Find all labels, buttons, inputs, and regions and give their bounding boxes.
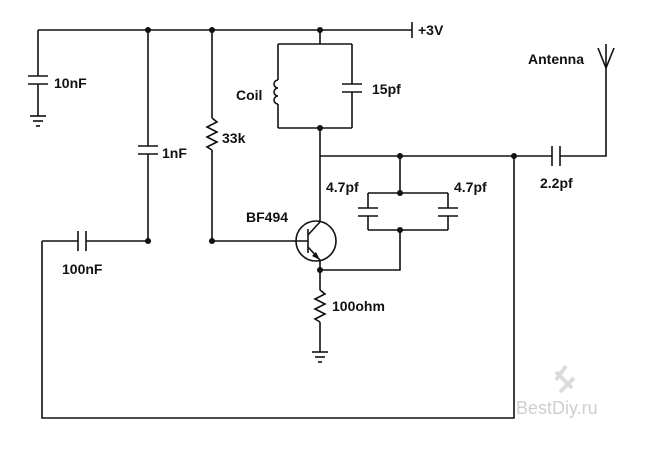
watermark-logo xyxy=(554,364,576,394)
antenna-label: Antenna xyxy=(528,51,584,67)
watermark-text: BestDiy.ru xyxy=(516,398,598,418)
capacitor-10nf-label: 10nF xyxy=(54,75,87,91)
capacitor-10nf xyxy=(28,30,48,116)
resistor-33k-label: 33k xyxy=(222,130,246,146)
capacitor-4-7pf-right-label: 4.7pf xyxy=(454,179,487,195)
transistor-label: BF494 xyxy=(246,209,288,225)
antenna-icon xyxy=(597,44,615,69)
transistor-bf494 xyxy=(212,220,337,262)
resistor-100ohm-label: 100ohm xyxy=(332,298,385,314)
tank-circuit xyxy=(273,30,362,129)
capacitor-2-2pf-label: 2.2pf xyxy=(540,175,573,191)
resistor-100ohm xyxy=(313,260,327,352)
capacitor-1nf xyxy=(138,30,158,241)
capacitor-1nf-label: 1nF xyxy=(162,145,187,161)
loop-wire xyxy=(41,156,515,419)
capacitor-100nf xyxy=(42,231,148,251)
feedback-capacitors xyxy=(320,156,458,271)
ground-symbol-emitter xyxy=(312,351,328,363)
resistor-33k xyxy=(205,30,219,241)
capacitor-15pf-label: 15pf xyxy=(372,81,401,97)
ground-symbol-left xyxy=(30,115,46,127)
capacitor-2-2pf xyxy=(551,68,607,166)
capacitor-4-7pf-left-label: 4.7pf xyxy=(326,179,359,195)
coil-label: Coil xyxy=(236,87,262,103)
supply-label: +3V xyxy=(418,22,444,38)
junction-dots xyxy=(145,27,517,273)
capacitor-100nf-label: 100nF xyxy=(62,261,103,277)
